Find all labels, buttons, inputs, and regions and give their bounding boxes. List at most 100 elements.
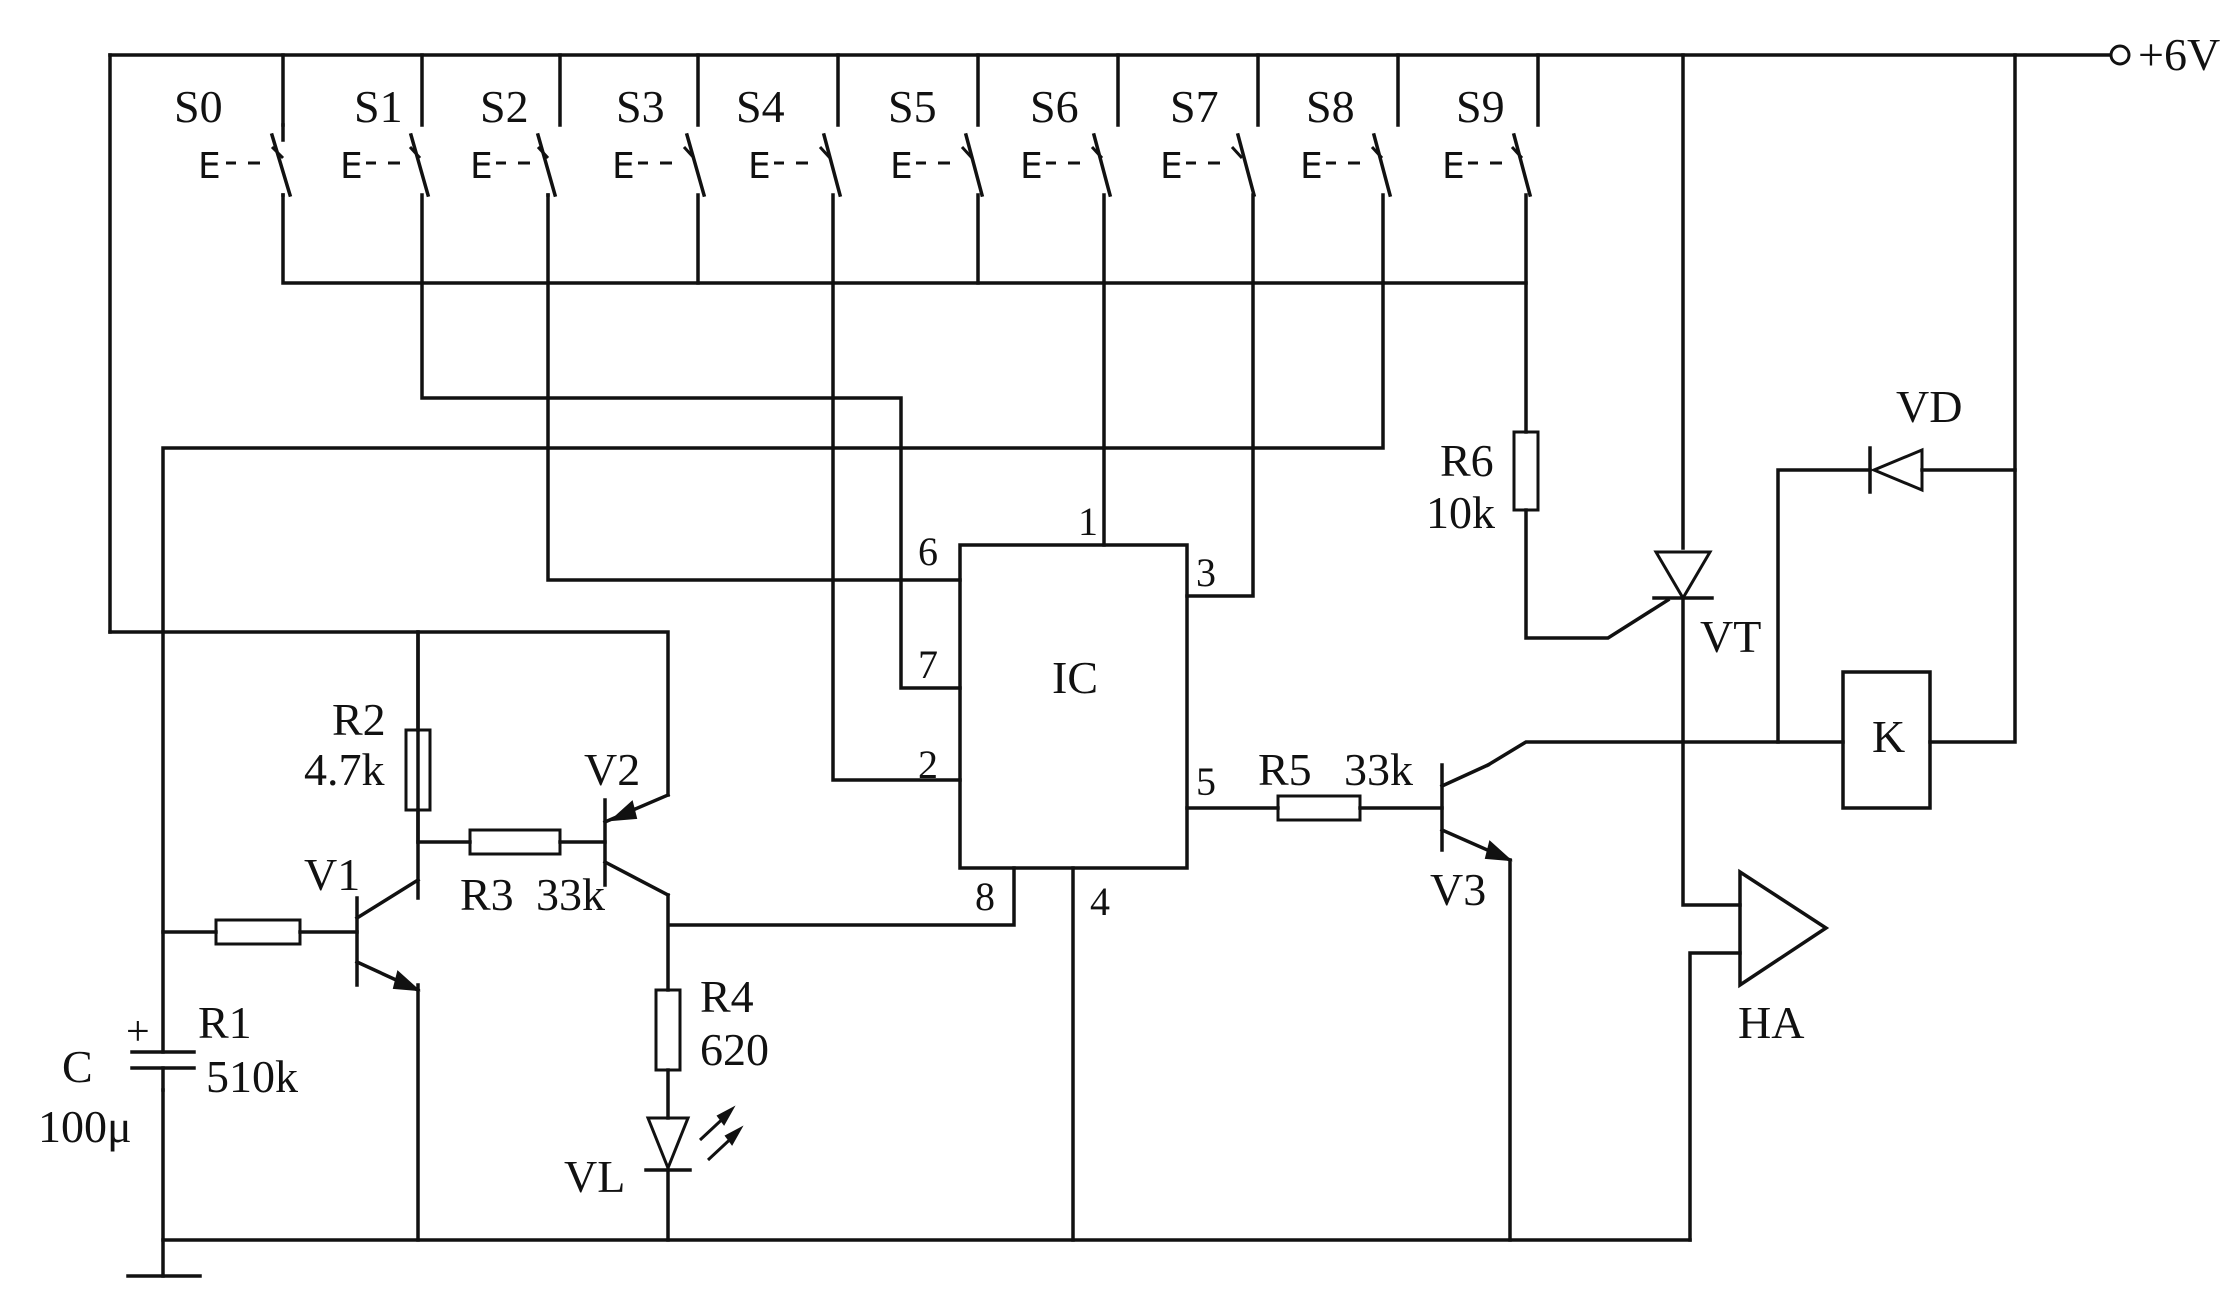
common-bus bbox=[281, 193, 1528, 285]
vd-name: VD bbox=[1896, 381, 1962, 432]
vd-branch bbox=[1776, 468, 2017, 744]
resistor-r5: R5 33k bbox=[1258, 744, 1413, 822]
capacitor-c: + C 100μ bbox=[38, 1009, 196, 1152]
ground-bus bbox=[161, 1088, 1692, 1242]
r4-body bbox=[654, 988, 682, 1072]
s2-to-pin6 bbox=[546, 193, 962, 582]
r5-body bbox=[1276, 794, 1362, 822]
led-vl: VL bbox=[564, 1105, 744, 1202]
ic-body bbox=[958, 543, 1189, 870]
r2-name: R2 bbox=[332, 694, 386, 745]
switch-s4: S4 E bbox=[736, 81, 843, 198]
v2-emitter-feed bbox=[108, 630, 670, 797]
k-to-rail bbox=[1928, 53, 2017, 744]
transistor-v1: V1 bbox=[304, 849, 421, 993]
switch-prefix: E bbox=[1020, 146, 1043, 187]
vd-triangle bbox=[1870, 447, 1924, 493]
resistor-r2: R2 4.7k bbox=[304, 694, 432, 812]
r4-name: R4 bbox=[700, 971, 754, 1022]
r1-name: R1 bbox=[198, 997, 252, 1048]
switch-label: S6 bbox=[1030, 81, 1079, 132]
switch-contact bbox=[821, 132, 843, 198]
switch-label: S9 bbox=[1456, 81, 1505, 132]
switch-s0: S0 E bbox=[174, 81, 293, 198]
switch-actuator bbox=[226, 145, 285, 165]
ha-ground bbox=[1688, 951, 1742, 1242]
r6-value: 10k bbox=[1426, 487, 1495, 538]
supply-terminal: +6V bbox=[2109, 29, 2220, 80]
switch-s7: S7 E bbox=[1160, 81, 1257, 198]
r6-body bbox=[1512, 430, 1540, 512]
switch-label: S5 bbox=[888, 81, 937, 132]
vt-name: VT bbox=[1700, 611, 1761, 662]
s4-to-pin2 bbox=[831, 193, 962, 782]
switch-contact bbox=[408, 132, 431, 198]
switch-prefix: E bbox=[340, 146, 363, 187]
vl-name: VL bbox=[564, 1151, 625, 1202]
switch-actuator bbox=[638, 145, 696, 165]
switch-prefix: E bbox=[748, 146, 771, 187]
resistor-r1: R1 510k bbox=[198, 918, 302, 1102]
transistor-v2: V2 bbox=[584, 744, 671, 898]
switch-prefix: E bbox=[1300, 146, 1323, 187]
r5-name: R5 bbox=[1258, 744, 1312, 795]
v2-emitter-arrow bbox=[609, 800, 638, 822]
ic-label: IC bbox=[1052, 652, 1098, 703]
switch-s1: S1 E bbox=[340, 81, 431, 198]
switch-s8: S8 E bbox=[1300, 81, 1393, 198]
v1-collector bbox=[354, 877, 421, 921]
v3-collector bbox=[1439, 762, 1491, 789]
led-triangle bbox=[645, 1116, 691, 1173]
switch-label: S8 bbox=[1306, 81, 1355, 132]
resistor-r6: R6 10k bbox=[1426, 430, 1540, 538]
s7-to-pin3 bbox=[1185, 193, 1255, 598]
common-bus-drops bbox=[696, 193, 1385, 285]
v2-name: V2 bbox=[584, 744, 640, 795]
switch-label: S0 bbox=[174, 81, 223, 132]
relay-k: K bbox=[1841, 670, 1932, 810]
supply-label: +6V bbox=[2138, 29, 2220, 80]
switch-prefix: E bbox=[1160, 146, 1183, 187]
buzzer-ha: HA bbox=[1738, 868, 1830, 1048]
switch-actuator bbox=[1326, 145, 1384, 165]
switch-prefix: E bbox=[612, 146, 635, 187]
r3-name: R3 bbox=[460, 869, 514, 920]
switch-label: S3 bbox=[616, 81, 665, 132]
r1-body bbox=[214, 918, 302, 946]
switch-top-drops bbox=[281, 53, 1540, 127]
ic-chip: IC 1 2 3 4 5 6 7 8 bbox=[918, 499, 1216, 924]
ic-pin-1: 1 bbox=[1078, 499, 1098, 544]
ic-pin-4: 4 bbox=[1090, 879, 1110, 924]
led-ray-arrow-1 bbox=[716, 1105, 736, 1126]
ic-pin-3: 3 bbox=[1196, 550, 1216, 595]
ha-name: HA bbox=[1738, 997, 1804, 1048]
relay-coil bbox=[1841, 670, 1932, 810]
switch-s3: S3 E bbox=[612, 81, 707, 198]
v3-collector-to-k bbox=[1485, 740, 1845, 768]
switch-label: S2 bbox=[480, 81, 529, 132]
v1-name: V1 bbox=[304, 849, 360, 900]
r3-value: 33k bbox=[536, 869, 605, 920]
resistor-r3: R3 33k bbox=[460, 828, 605, 920]
r3-body bbox=[468, 828, 562, 856]
switch-contact bbox=[269, 123, 293, 198]
switch-contact bbox=[1235, 132, 1257, 198]
r1-value: 510k bbox=[206, 1051, 298, 1102]
ic-pin-5: 5 bbox=[1196, 759, 1216, 804]
switch-contact bbox=[1371, 132, 1393, 198]
r4-value: 620 bbox=[700, 1024, 769, 1075]
capacitor-name: C bbox=[62, 1041, 93, 1092]
r6-name: R6 bbox=[1440, 435, 1494, 486]
capacitor-polarity: + bbox=[126, 1009, 150, 1055]
buzzer-body bbox=[1738, 868, 1830, 989]
v3-emitter-arrow bbox=[1484, 840, 1513, 862]
vt-triangle bbox=[1653, 550, 1713, 601]
ic-pin-8: 8 bbox=[975, 874, 995, 919]
k-name: K bbox=[1872, 711, 1905, 762]
s8-to-cap bbox=[161, 281, 1385, 1054]
wires bbox=[108, 53, 2112, 1278]
r5-value: 33k bbox=[1344, 744, 1413, 795]
switch-prefix: E bbox=[470, 146, 493, 187]
r6-to-vt-gate bbox=[1524, 508, 1671, 640]
